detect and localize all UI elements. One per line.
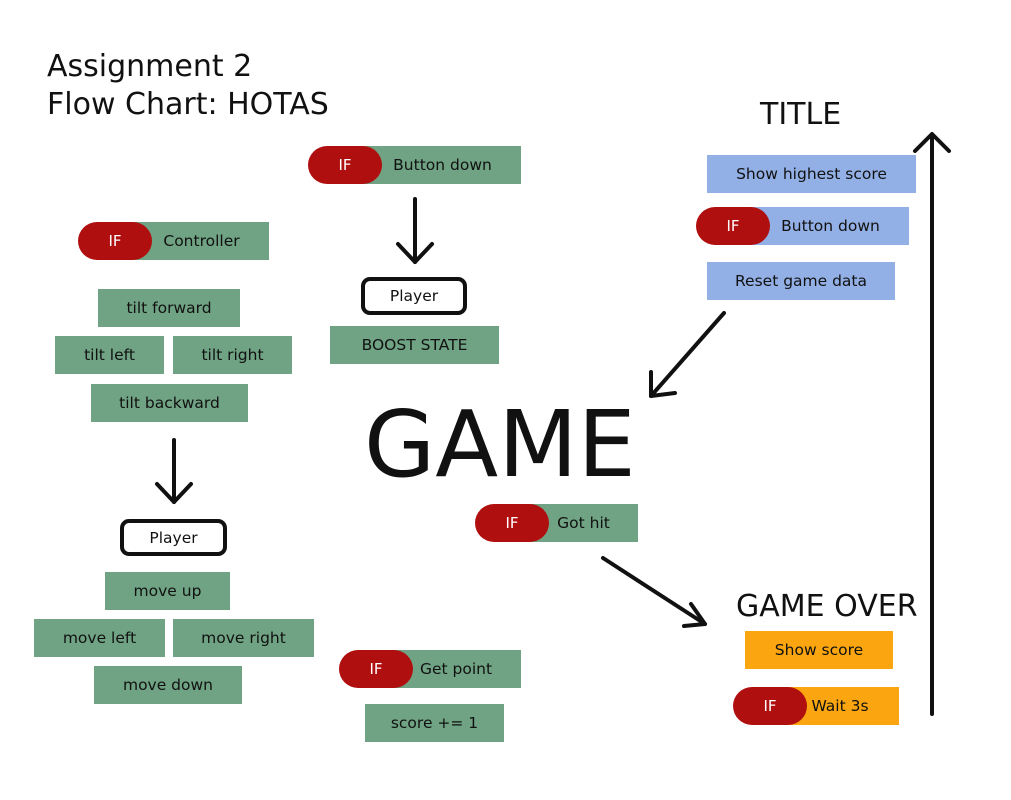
state-game: GAME — [364, 391, 636, 498]
if-pill-controller: IF — [78, 222, 152, 260]
title-show-highest-score: Show highest score — [707, 155, 916, 193]
state-game-over: GAME OVER — [736, 589, 918, 624]
game-point-action: score += 1 — [365, 704, 504, 742]
game-over-show-score: Show score — [745, 631, 893, 669]
state-title: TITLE — [760, 97, 842, 132]
action-move-right: move right — [173, 619, 314, 657]
header-line-2: Flow Chart: HOTAS — [47, 87, 329, 122]
input-tilt-right: tilt right — [173, 336, 292, 374]
arrow-game-to-game-over — [601, 556, 707, 628]
arrow-title-to-game — [649, 311, 726, 398]
arrow-boost-to-player — [396, 197, 434, 264]
action-move-left: move left — [34, 619, 165, 657]
player-node-controller: Player — [120, 519, 227, 556]
if-pill-boost: IF — [308, 146, 382, 184]
boost-action: BOOST STATE — [330, 326, 499, 364]
title-reset-game-data: Reset game data — [707, 262, 895, 300]
if-pill-title: IF — [696, 207, 770, 245]
input-tilt-forward: tilt forward — [98, 289, 240, 327]
player-node-boost: Player — [361, 277, 467, 315]
input-tilt-left: tilt left — [55, 336, 164, 374]
arrow-controller-to-player — [155, 438, 193, 504]
if-pill-game-over: IF — [733, 687, 807, 725]
action-move-down: move down — [94, 666, 242, 704]
input-tilt-backward: tilt backward — [91, 384, 248, 422]
header-line-1: Assignment 2 — [47, 49, 253, 84]
action-move-up: move up — [105, 572, 230, 610]
if-pill-got-hit: IF — [475, 504, 549, 542]
if-pill-get-point: IF — [339, 650, 413, 688]
arrow-game-over-to-title — [913, 132, 951, 716]
